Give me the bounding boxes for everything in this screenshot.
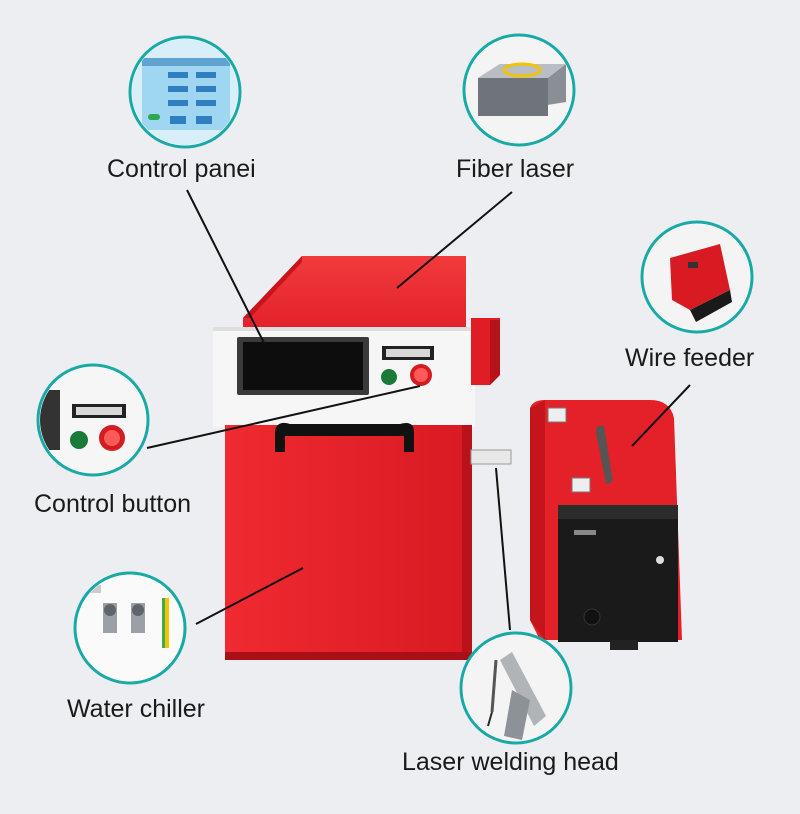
main-unit xyxy=(213,256,512,660)
welding-gun-icon xyxy=(463,635,569,741)
wire-feeder-icon xyxy=(644,224,750,330)
control-button-label: Control button xyxy=(34,490,192,518)
wire-feeder-unit xyxy=(530,400,682,650)
control-panel-leader xyxy=(186,189,266,346)
control-button-leader xyxy=(146,385,421,449)
fiber-laser-label: Fiber laser xyxy=(456,155,575,183)
water-chiller-label: Water chiller xyxy=(67,695,205,723)
water-connector-icon xyxy=(77,575,183,681)
buttons-icon xyxy=(40,367,146,473)
control-button-thumbnail xyxy=(36,363,150,477)
control-panel-label: Control panei xyxy=(107,155,256,183)
welding-head-thumbnail xyxy=(459,631,573,745)
wire-feeder-thumbnail xyxy=(640,220,754,334)
wire-feeder-leader xyxy=(631,384,691,447)
laser-welding-head-label: Laser welding head xyxy=(402,748,619,776)
laser-source-icon xyxy=(466,37,572,143)
callout-lines xyxy=(146,189,691,631)
touchscreen-icon xyxy=(132,39,238,145)
control-panel-thumbnail xyxy=(128,35,242,149)
fiber-laser-thumbnail xyxy=(462,33,576,147)
wire-feeder-label: Wire feeder xyxy=(625,344,755,372)
water-chiller-leader xyxy=(195,567,304,625)
water-chiller-thumbnail xyxy=(73,571,187,685)
welding-head-leader xyxy=(495,467,511,631)
fiber-laser-leader xyxy=(396,191,513,289)
